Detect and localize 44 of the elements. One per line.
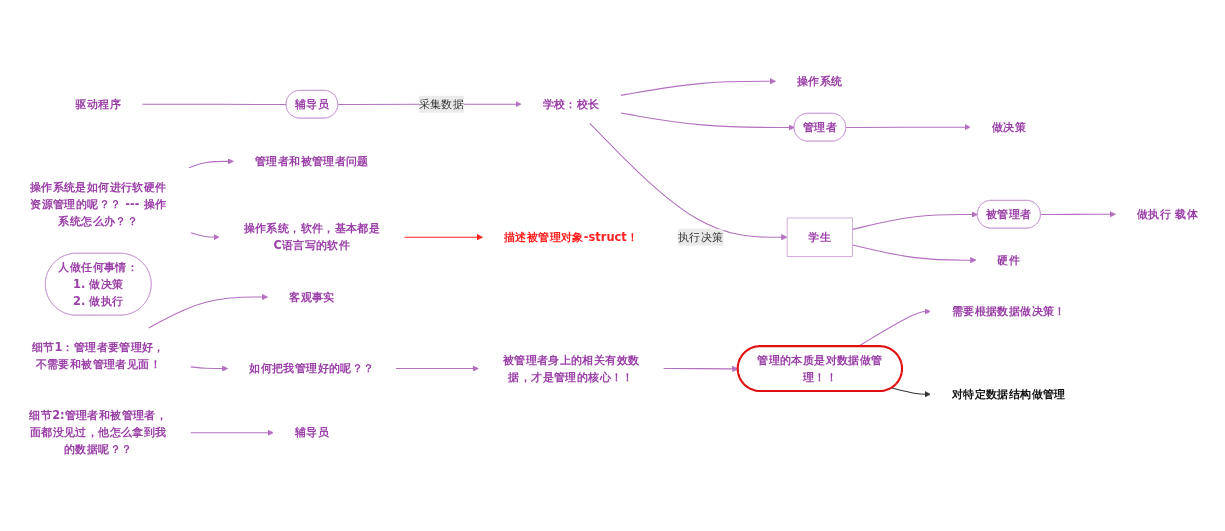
- arrow: [857, 308, 931, 348]
- node-text: 做决策: [991, 120, 1026, 134]
- node-text: 管理者: [802, 120, 837, 134]
- node-text: 辅导员: [294, 425, 329, 440]
- arrow: [190, 429, 274, 436]
- arrow: [620, 78, 776, 96]
- arrow: [663, 365, 739, 372]
- node-text: 被管理者: [986, 207, 1032, 221]
- node-text: 细节1：管理者要管理好，不需要和被管理者见面！: [31, 340, 165, 371]
- node-text: 操作系统: [797, 74, 843, 88]
- node-text: 做执行 载体: [1137, 207, 1198, 221]
- arrow: [852, 211, 978, 230]
- node-text: 客观事实: [289, 289, 335, 304]
- edge-label: 采集数据: [418, 97, 465, 111]
- node-text: 描述被管理对象-struct！: [504, 230, 639, 244]
- arrow: [1040, 211, 1116, 218]
- arrow: [190, 232, 220, 241]
- node-text: 对特定数据结构做管理: [951, 387, 1066, 401]
- arrow: [891, 387, 931, 398]
- node-box: 学生: [786, 217, 853, 257]
- node-text: 如何把我管理好的呢？？: [249, 361, 375, 375]
- node-text: 学校：校长: [542, 97, 600, 111]
- node-text: 操作系统，软件，基本都是C语言写的软件: [243, 221, 381, 253]
- arrow: [188, 158, 234, 169]
- node-text: 人做任何事情： 1. 做决策 2. 做执行: [58, 259, 139, 308]
- node-text: 管理的本质是对数据做管理！！: [757, 352, 883, 384]
- node-text: 硬件: [997, 253, 1021, 267]
- arrow: [620, 112, 795, 131]
- arrow: [589, 122, 788, 241]
- node-text: 辅导员: [294, 97, 329, 111]
- node-text: 驱动程序: [75, 97, 122, 111]
- arrow: [395, 365, 479, 372]
- arrow: [845, 124, 971, 131]
- node-text: 需要根据数据做决策！: [951, 304, 1066, 318]
- node-text: 操作系统是如何进行软硬件资源管理的呢？？ --- 操作系统怎么办？？: [29, 179, 167, 228]
- arrow: [852, 244, 977, 264]
- node-text: 管理者和被管理者问题: [254, 154, 369, 168]
- arrow: [190, 365, 229, 372]
- edge-label: 执行决策: [677, 230, 724, 244]
- connector: [141, 103, 287, 106]
- node-text: 细节2:管理者和被管理者，面都没见过，他怎么拿到我的数据呢？？: [29, 408, 168, 457]
- arrow: [403, 234, 483, 241]
- node-text: 被管理者身上的相关有效数据，才是管理的核心！！: [502, 352, 640, 384]
- arrow: [148, 293, 269, 329]
